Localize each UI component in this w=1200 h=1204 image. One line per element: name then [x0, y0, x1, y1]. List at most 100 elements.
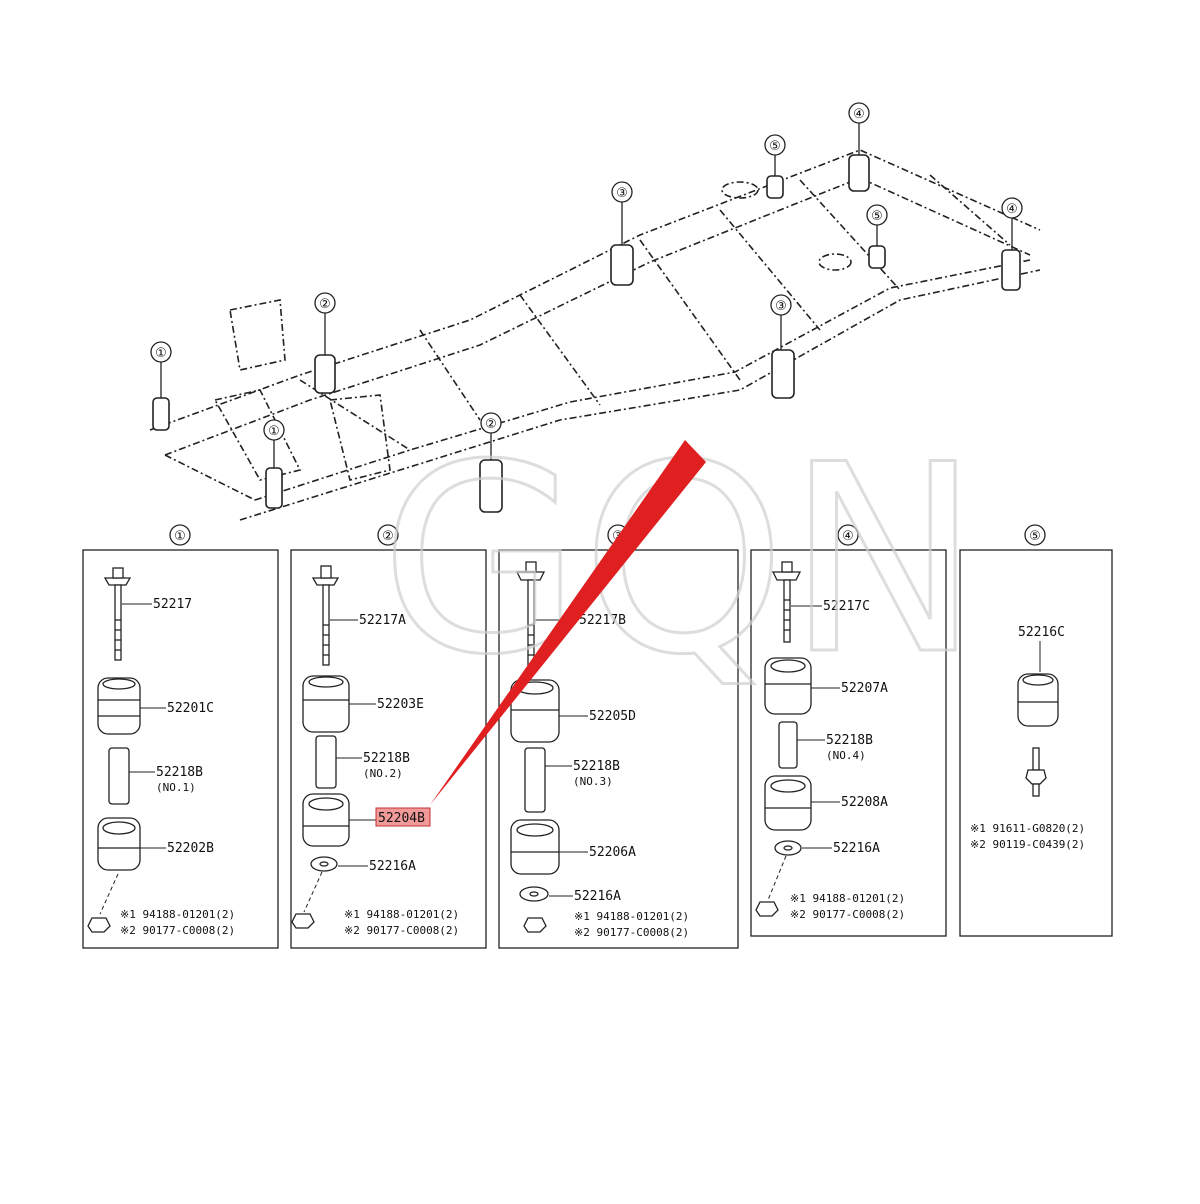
collar-label: 52218B [573, 759, 620, 774]
nut-part [523, 917, 547, 933]
panel-number-2: ② [377, 524, 399, 546]
frame-callout-2a: ② [314, 292, 336, 355]
lower-cushion-label: 52208A [841, 795, 888, 810]
upper-cushion-label: 52205D [589, 709, 636, 724]
upper-cushion-part [510, 679, 560, 743]
bolt-part [771, 561, 802, 643]
svg-text:①: ① [174, 529, 186, 544]
collar-label: 52218B [156, 765, 203, 780]
panel-1: 52217 52201C 52218B (NO.1) 52202B ※1 941… [87, 567, 235, 937]
svg-text:④: ④ [1006, 202, 1018, 217]
panel-numbers: ① ② ③ ④ ⑤ [169, 524, 1046, 546]
svg-text:②: ② [319, 297, 331, 312]
svg-text:②: ② [485, 417, 497, 432]
collar-label: 52218B [363, 751, 410, 766]
collar-note: (NO.4) [826, 749, 866, 762]
stud-part [1025, 747, 1047, 797]
panel-5: 52216C ※1 91611-G0820(2) ※2 90119-C0439(… [970, 625, 1085, 851]
lower-cushion-label: 52202B [167, 841, 214, 856]
washer-part [519, 886, 549, 902]
svg-text:②: ② [382, 529, 394, 544]
svg-text:①: ① [268, 424, 280, 439]
chassis-frame-illustration [149, 149, 1041, 521]
note-2: ※2 90119-C0439(2) [970, 838, 1085, 851]
frame-callout-3b: ③ [770, 294, 792, 350]
lower-cushion-part [510, 819, 560, 875]
nut-part [87, 917, 111, 933]
upper-cushion-part [302, 675, 350, 733]
frame-callout-2b: ② [480, 412, 502, 460]
bolt-label: 52217 [153, 597, 192, 612]
washer-label: 52216A [369, 859, 416, 874]
panel-2: 52217A 52203E 52218B (NO.2) 52204B 52216… [291, 565, 459, 937]
note-2: ※2 90177-C0008(2) [790, 908, 905, 921]
svg-text:④: ④ [853, 107, 865, 122]
svg-text:③: ③ [775, 299, 787, 314]
washer-part [774, 840, 802, 856]
note-1: ※1 94188-01201(2) [120, 908, 235, 921]
frame-callout-3a: ③ [611, 181, 633, 245]
note-1: ※1 94188-01201(2) [344, 908, 459, 921]
washer-label: 52216A [833, 841, 880, 856]
note-2: ※2 90177-C0008(2) [120, 924, 235, 937]
collar-note: (NO.3) [573, 775, 613, 788]
upper-cushion-label: 52201C [167, 701, 214, 716]
svg-text:⑤: ⑤ [1029, 529, 1041, 544]
lower-cushion-part [97, 817, 141, 871]
svg-text:④: ④ [842, 529, 854, 544]
upper-cushion-part [97, 677, 141, 735]
lower-cushion-label: 52204B [378, 811, 425, 826]
bolt-part [103, 567, 132, 661]
note-1: ※1 94188-01201(2) [790, 892, 905, 905]
panel-number-5: ⑤ [1024, 524, 1046, 546]
washer-label: 52216A [574, 889, 621, 904]
frame-callout-1a: ① [150, 341, 172, 398]
frame-callout-5b: ⑤ [866, 204, 888, 246]
panel-4-box [750, 549, 947, 937]
stopper-part [1017, 673, 1059, 727]
collar-part [524, 747, 546, 813]
nut-part [291, 913, 315, 929]
washer-part [310, 856, 338, 872]
panel-3: 52217B 52205D 52218B (NO.3) 52206A 52216… [510, 561, 689, 939]
lower-cushion-part [302, 793, 350, 847]
note-2: ※2 90177-C0008(2) [344, 924, 459, 937]
panel-number-1: ① [169, 524, 191, 546]
upper-cushion-part [764, 657, 812, 715]
svg-text:⑤: ⑤ [871, 209, 883, 224]
frame-callout-4a: ④ [848, 102, 870, 155]
lower-cushion-part [764, 775, 812, 831]
collar-note: (NO.2) [363, 767, 403, 780]
panel-5-box [959, 549, 1113, 937]
panel-1-box [82, 549, 279, 949]
nut-part [755, 901, 779, 917]
red-arrow-pointer [430, 440, 706, 805]
bolt-part [311, 565, 340, 666]
collar-part [315, 735, 337, 789]
panel-2-box [290, 549, 487, 949]
collar-label: 52218B [826, 733, 873, 748]
upper-cushion-label: 52203E [377, 697, 424, 712]
bolt-label: 52217C [823, 599, 870, 614]
collar-part [108, 747, 130, 805]
collar-note: (NO.1) [156, 781, 196, 794]
stopper-label: 52216C [1018, 625, 1065, 640]
note-1: ※1 91611-G0820(2) [970, 822, 1085, 835]
note-2: ※2 90177-C0008(2) [574, 926, 689, 939]
collar-part [778, 721, 798, 769]
bolt-label: 52217A [359, 613, 406, 628]
panel-4: 52217C 52207A 52218B (NO.4) 52208A 52216… [755, 561, 905, 921]
lower-cushion-label: 52206A [589, 845, 636, 860]
svg-text:③: ③ [616, 186, 628, 201]
frame-callout-4b: ④ [1001, 197, 1023, 250]
panel-number-4: ④ [837, 524, 859, 546]
note-1: ※1 94188-01201(2) [574, 910, 689, 923]
svg-text:①: ① [155, 346, 167, 361]
bolt-label: 52217B [579, 613, 626, 628]
upper-cushion-label: 52207A [841, 681, 888, 696]
frame-callout-5a: ⑤ [764, 134, 786, 176]
svg-text:⑤: ⑤ [769, 139, 781, 154]
frame-callout-1b: ① [263, 419, 285, 468]
